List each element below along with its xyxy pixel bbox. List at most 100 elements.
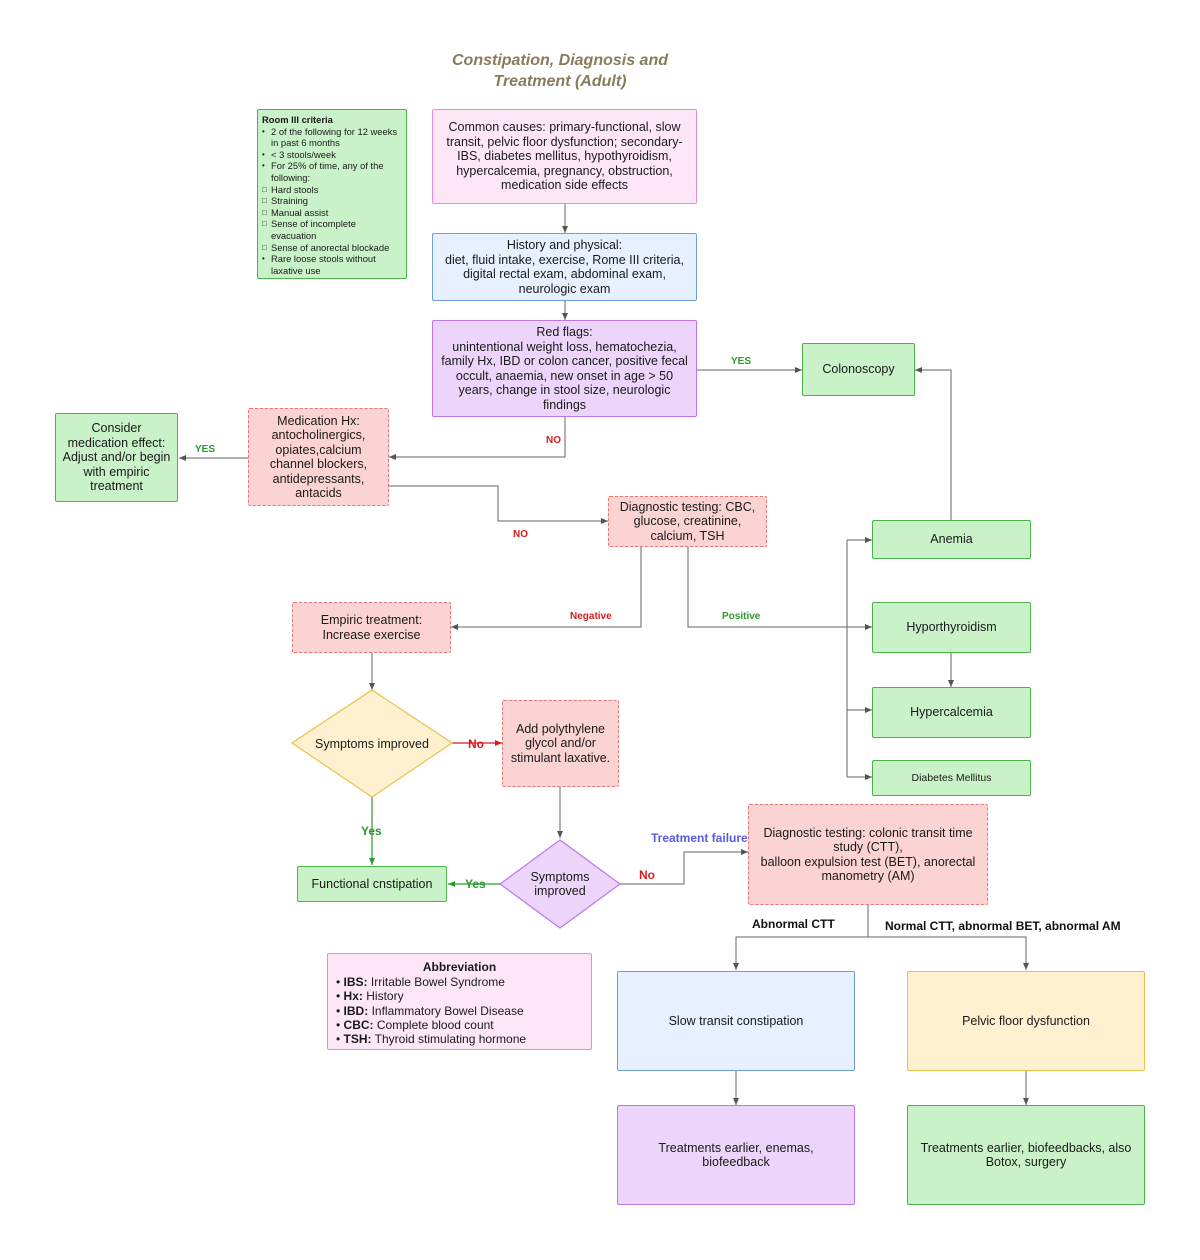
add-peg-text: Add polythylene glycol and/or stimulant … [510, 721, 611, 765]
add-peg-box: Add polythylene glycol and/or stimulant … [502, 700, 619, 787]
rome-criteria-item-text: Straining [271, 195, 309, 207]
history-physical-text: History and physical: diet, fluid intake… [445, 238, 684, 296]
label-yes-medication: YES [195, 444, 216, 455]
bullet-icon: • [336, 1032, 344, 1047]
bullet-icon: • [336, 989, 344, 1004]
rome-criteria-item-text: Sense of anorectal blockade [271, 241, 390, 253]
anemia-box: Anemia [872, 520, 1031, 559]
label-normal-ctt: Normal CTT, abnormal BET, abnormal AM [885, 919, 1121, 933]
bullet-icon: • [262, 126, 265, 136]
checkbox-square-icon: □ [262, 207, 267, 217]
abbreviation-box: Abbreviation • IBS: Irritable Bowel Synd… [327, 953, 592, 1050]
abbreviation-item: • Hx: History [336, 989, 583, 1003]
rome-criteria-box: Room III criteria •2 of the following fo… [257, 109, 407, 279]
rome-criteria-item: □ Sense of anorectal blockade [262, 242, 402, 254]
anemia-text: Anemia [930, 532, 973, 547]
label-abnormal-ctt: Abnormal CTT [752, 917, 835, 931]
checkbox-square-icon: □ [262, 219, 267, 229]
functional-constipation-text: Functional cnstipation [311, 876, 433, 891]
checkbox-square-icon: □ [262, 196, 267, 206]
rome-criteria-item-text: Rare loose stools without laxative use [271, 253, 376, 276]
abbreviation-list: • IBS: Irritable Bowel Syndrome• Hx: His… [336, 975, 583, 1046]
diagnostic-testing-2-box: Diagnostic testing: colonic transit time… [748, 804, 988, 905]
rome-criteria-item: □ Straining [262, 195, 402, 207]
rome-criteria-item-text: < 3 stools/week [271, 148, 336, 160]
empiric-treatment-box: Empiric treatment: Increase exercise [292, 602, 451, 653]
label-yes-symptoms-1: Yes [361, 824, 382, 838]
diabetes-box: Diabetes Mellitus [872, 760, 1031, 796]
symptoms-improved-1-label: Symptoms improved [315, 736, 429, 751]
colonoscopy-text: Colonoscopy [822, 362, 895, 377]
empiric-treatment-text: Empiric treatment: Increase exercise [320, 613, 423, 642]
abbreviation-definition: Inflammatory Bowel Disease [371, 1003, 524, 1018]
abbreviation-definition: Irritable Bowel Syndrome [370, 975, 505, 990]
hypercalcemia-text: Hypercalcemia [910, 705, 993, 720]
decision-symptoms-improved-1 [290, 689, 454, 798]
abbreviation-term: TSH: [343, 1032, 372, 1047]
bullet-icon: • [336, 1017, 344, 1032]
label-yes-symptoms-2: Yes [465, 877, 486, 891]
rome-criteria-list: • 2 of the following for 12 weeks in past… [262, 126, 402, 277]
abbreviation-definition: Complete blood count [376, 1017, 494, 1032]
abbreviation-definition: Thyroid stimulating hormone [374, 1032, 527, 1047]
checkbox-square-icon: □ [262, 184, 267, 194]
abbreviation-definition: History [366, 989, 404, 1004]
symptoms-improved-2-label: Symptoms improved [530, 869, 590, 899]
abbreviation-item: • IBS: Irritable Bowel Syndrome [336, 975, 583, 989]
red-flags-text: Red flags: unintentional weight loss, he… [441, 325, 688, 412]
rome-criteria-item: • 2 of the following for 12 weeks in past… [262, 126, 402, 149]
title-line-1: Constipation, Diagnosis and [451, 52, 668, 69]
abbreviation-heading: Abbreviation [422, 960, 497, 974]
label-no-symptoms: No [468, 737, 484, 751]
page-title: Constipation, Diagnosis and Treatment (A… [380, 50, 740, 92]
medication-hx-text: Medication Hx: antocholinergics, opiates… [269, 413, 368, 501]
hypercalcemia-box: Hypercalcemia [872, 687, 1031, 738]
hypothyroidism-box: Hyporthyroidism [872, 602, 1031, 653]
decision-symptoms-improved-2 [498, 839, 622, 929]
rome-criteria-item-text: Hard stools [271, 183, 319, 195]
diagnostic-testing-box: Diagnostic testing: CBC, glucose, creati… [608, 496, 767, 547]
common-causes-text: Common causes: primary-functional, slow … [446, 120, 683, 193]
abbreviation-term: Hx: [343, 989, 363, 1004]
treatments-slow-text: Treatments earlier, enemas, biofeedback [658, 1140, 814, 1170]
bullet-icon: • [336, 975, 344, 990]
label-no-red-flags: NO [546, 435, 561, 446]
abbreviation-item: • IBD: Inflammatory Bowel Disease [336, 1004, 583, 1018]
treatments-pelvic-box: Treatments earlier, biofeedbacks, also B… [907, 1105, 1145, 1205]
pelvic-floor-text: Pelvic floor dysfunction [962, 1013, 1090, 1028]
treatments-slow-box: Treatments earlier, enemas, biofeedback [617, 1105, 855, 1205]
rome-criteria-item: □Manual assist [262, 207, 402, 219]
title-line-2: Treatment (Adult) [493, 73, 627, 90]
consider-medication-text: Consider medication effect: Adjust and/o… [62, 421, 171, 494]
rome-criteria-item-text: For 25% of time, any of the following: [271, 160, 384, 183]
red-flags-box: Red flags: unintentional weight loss, he… [432, 320, 697, 417]
hypothyroidism-text: Hyporthyroidism [906, 620, 997, 635]
label-no-medication: NO [513, 529, 528, 540]
edge-diagnostic-empiric [451, 547, 642, 630]
abbreviation-item: • TSH: Thyroid stimulating hormone [336, 1032, 583, 1046]
slow-transit-text: Slow transit constipation [668, 1013, 804, 1028]
bullet-icon: • [262, 161, 265, 171]
label-yes-colonoscopy: YES [731, 356, 752, 367]
rome-criteria-item-text: 2 of the following for 12 weeks in past … [271, 125, 398, 149]
rome-criteria-item-text: Sense of incomplete evacuation [271, 218, 356, 241]
edge-diagnostic-positive [687, 547, 847, 628]
rome-criteria-item: • For 25% of time, any of the following: [262, 160, 402, 183]
abbreviation-term: CBC: [343, 1017, 374, 1032]
functional-constipation-box: Functional cnstipation [297, 866, 447, 902]
edge-medication-diagnostic [389, 485, 608, 524]
history-physical-box: History and physical: diet, fluid intake… [432, 233, 697, 301]
pelvic-floor-box: Pelvic floor dysfunction [907, 971, 1145, 1071]
slow-transit-box: Slow transit constipation [617, 971, 855, 1071]
diagnostic-testing-2-text: Diagnostic testing: colonic transit time… [760, 825, 976, 884]
rome-criteria-item: •Rare loose stools without laxative use [262, 253, 402, 276]
edge-redflags-medication [389, 417, 566, 460]
rome-criteria-item: •< 3 stools/week [262, 149, 402, 161]
rome-criteria-item: □ Hard stools [262, 184, 402, 196]
colonoscopy-box: Colonoscopy [802, 343, 915, 396]
abbreviation-item: • CBC: Complete blood count [336, 1018, 583, 1032]
edge-diagnostic2-split [733, 905, 869, 970]
checkbox-square-icon: □ [262, 242, 267, 252]
label-positive: Positive [722, 611, 761, 622]
